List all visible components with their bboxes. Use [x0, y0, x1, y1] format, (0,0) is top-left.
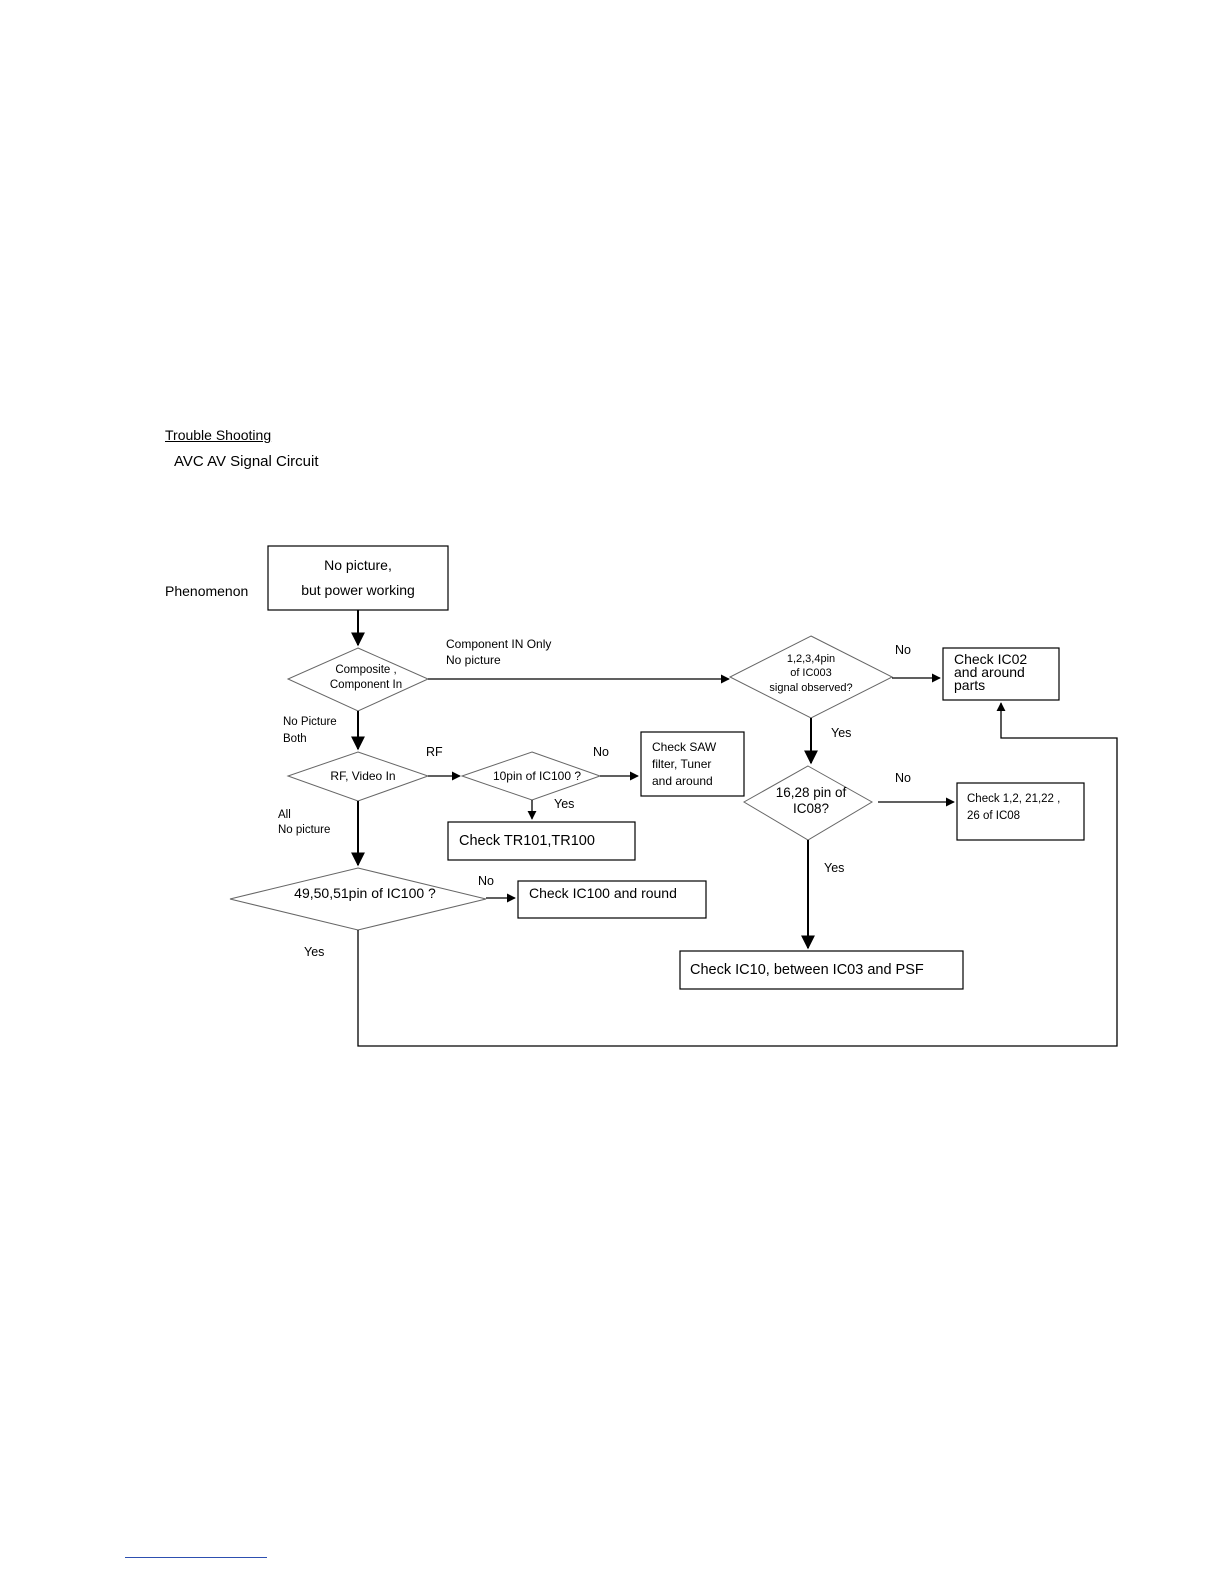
node-1628-line-1: 16,28 pin of [776, 785, 847, 800]
node-start-line-2: but power working [301, 582, 415, 598]
footer-rule [125, 1557, 267, 1558]
edge-label-all-no-picture-1: All [278, 809, 291, 821]
node-composite-component: Composite , Component In [286, 647, 430, 712]
edge-label-yes-1628: Yes [824, 861, 844, 875]
node-ic100-line-1: Check IC100 and round [529, 885, 677, 901]
node-composite-line-1: Composite , [335, 664, 396, 676]
edge-label-yes-495051: Yes [304, 945, 324, 959]
node-12-line-1: Check 1,2, 21,22 , [967, 793, 1060, 805]
node-check-saw: Check SAW filter, Tuner and around [640, 731, 745, 797]
node-check-ic10: Check IC10, between IC03 and PSF [679, 950, 964, 990]
phenomenon-label: Phenomenon [165, 583, 248, 599]
edge-label-yes-pins1234: Yes [831, 726, 851, 740]
node-ic02-line-3: parts [954, 677, 985, 693]
node-start-line-1: No picture, [324, 557, 392, 573]
node-rf-video-in: RF, Video In [286, 751, 430, 802]
node-ic10-line-1: Check IC10, between IC03 and PSF [690, 962, 924, 978]
edge-label-no-picture-both-1: No Picture [283, 716, 337, 728]
edge-label-no-picture-both-2: Both [283, 733, 307, 745]
edge-label-no-495051: No [478, 874, 494, 888]
edge-495051-loop-to-ic02 [357, 702, 1118, 1047]
node-rfvideo-line-1: RF, Video In [330, 769, 395, 783]
edge-label-no-10pin: No [593, 745, 609, 759]
node-tr-line-1: Check TR101,TR100 [459, 833, 595, 849]
node-check-tr: Check TR101,TR100 [447, 821, 636, 861]
node-pins1234-line-3: signal observed? [769, 682, 852, 694]
node-ic02-line-2: and around [954, 664, 1025, 680]
node-pins-1234: 1,2,3,4pin of IC003 signal observed? [728, 635, 894, 719]
page-subtitle: AVC AV Signal Circuit [174, 453, 319, 470]
edge-label-no-1628: No [895, 771, 911, 785]
edge-label-rf: RF [426, 745, 443, 759]
edge-label-component-only-1: Component IN Only [446, 637, 551, 651]
node-1628-line-2: IC08? [793, 801, 829, 816]
node-composite-line-2: Component In [330, 679, 402, 691]
node-start: No picture, but power working [267, 545, 449, 611]
node-check-ic02: Check IC02 and around parts [942, 647, 1060, 701]
node-pins1234-line-1: 1,2,3,4pin [787, 653, 835, 665]
node-check-1-2-21-22: Check 1,2, 21,22 , 26 of IC08 [956, 782, 1085, 841]
node-saw-line-1: Check SAW [652, 740, 717, 754]
node-check-ic100: Check IC100 and round [517, 880, 707, 919]
node-10pin-line-1: 10pin of IC100 ? [493, 769, 581, 783]
edge-label-component-only-2: No picture [446, 653, 501, 667]
node-saw-line-3: and around [652, 774, 713, 788]
edge-label-yes-10pin: Yes [554, 797, 574, 811]
node-495051-line-1: 49,50,51pin of IC100 ? [294, 885, 436, 901]
node-49-50-51-pin: 49,50,51pin of IC100 ? [229, 867, 487, 931]
node-ic02-line-1: Check IC02 [954, 651, 1027, 667]
node-saw-line-2: filter, Tuner [652, 757, 711, 771]
node-12-line-2: 26 of IC08 [967, 810, 1020, 822]
node-10pin-ic100: 10pin of IC100 ? [460, 751, 602, 801]
edge-label-no-pins1234: No [895, 643, 911, 657]
node-pins1234-line-2: of IC003 [790, 667, 832, 679]
page-title: Trouble Shooting [165, 427, 272, 443]
edge-label-all-no-picture-2: No picture [278, 824, 330, 836]
node-16-28-pin: 16,28 pin of IC08? [743, 765, 873, 841]
